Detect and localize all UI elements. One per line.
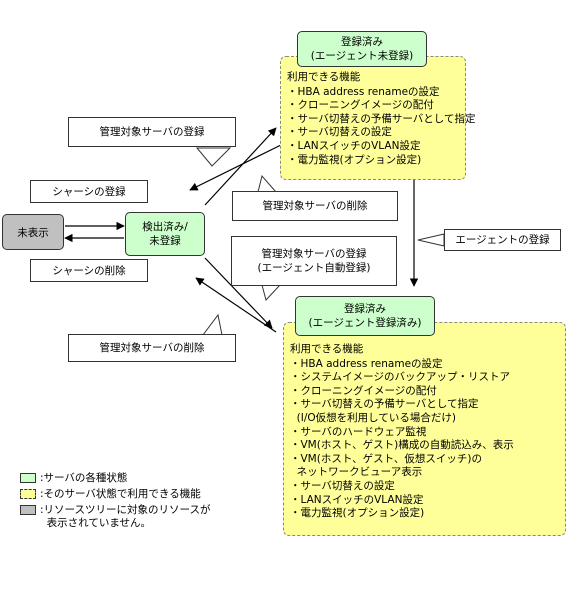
label-delete-server-bottom: 管理対象サーバの削除: [68, 334, 236, 362]
legend-not-shown: :リソースツリーに対象のリソースが 表示されていません。: [20, 504, 211, 530]
label-register-server-top-text: 管理対象サーバの登録: [99, 126, 205, 138]
callout-register-agent: [417, 233, 445, 247]
function-item: ・サーバ切替えの設定: [287, 126, 392, 139]
function-item: ・VM(ホスト、ゲスト)構成の自動読込み、表示: [290, 439, 514, 452]
label-register-server-auto-line1: 管理対象サーバの登録: [261, 248, 367, 260]
function-item: ・電力監視(オプション設定): [290, 507, 425, 520]
label-register-server-top: 管理対象サーバの登録: [68, 117, 236, 147]
function-item: ・サーバ切替えの予備サーバとして指定: [290, 398, 479, 411]
state-detected: 検出済み/ 未登録: [125, 212, 205, 256]
state-detected-line2: 未登録: [149, 235, 181, 247]
function-item: ・サーバのハードウェア監視: [290, 425, 427, 438]
state-registered-no-agent-line1: 登録済み: [341, 36, 383, 48]
legend-state: :サーバの各種状態: [20, 472, 127, 485]
state-registered-agent: 登録済み (エージェント登録済み): [295, 296, 435, 336]
label-delete-server-mid-text: 管理対象サーバの削除: [262, 200, 368, 212]
function-item: ・LANスイッチのVLAN設定: [290, 493, 424, 506]
function-item: ・電力監視(オプション設定): [287, 153, 422, 166]
legend-functions: :そのサーバ状態で利用できる機能: [20, 488, 201, 501]
legend-not-shown-line2: 表示されていません。: [40, 517, 152, 529]
function-item: ・サーバ切替えの予備サーバとして指定: [287, 112, 476, 125]
state-detected-line1: 検出済み/: [142, 221, 188, 233]
callout-delete-server-mid: [257, 174, 278, 193]
function-item: ・HBA address renameの設定: [290, 357, 443, 370]
arrow-delete-server-mid: [189, 142, 286, 191]
function-item: ネットワークビューア表示: [290, 466, 423, 479]
function-item: ・HBA address renameの設定: [287, 85, 440, 98]
callout-register-server-top: [195, 147, 232, 167]
state-registered-agent-line1: 登録済み: [344, 303, 386, 315]
arrow-register-server-auto: [204, 257, 273, 329]
functions-agent: 利用できる機能 ・HBA address renameの設定 ・システムイメージ…: [283, 322, 566, 536]
functions-no-agent: 利用できる機能 ・HBA address renameの設定 ・クローニングイメ…: [280, 56, 476, 180]
legend-state-text: :サーバの各種状態: [40, 472, 128, 484]
function-item: ・VM(ホスト、ゲスト、仮想スイッチ)の: [290, 452, 483, 465]
legend-not-shown-line1: :リソースツリーに対象のリソースが: [40, 504, 211, 516]
legend-swatch-state: [20, 473, 36, 483]
function-item: ・LANスイッチのVLAN設定: [287, 139, 421, 152]
function-item: (I/O仮想を利用している場合だけ): [290, 411, 456, 424]
function-item: ・クローニングイメージの配付: [287, 99, 434, 112]
label-delete-chassis: シャーシの削除: [30, 259, 148, 282]
function-item: ・サーバ切替えの設定: [290, 479, 395, 492]
state-registered-no-agent-line2: (エージェント未登録): [310, 50, 414, 62]
legend-swatch-not-shown: [20, 505, 36, 515]
legend-functions-text: :そのサーバ状態で利用できる機能: [40, 488, 201, 500]
functions-agent-heading: 利用できる機能: [290, 343, 364, 355]
function-item: ・システムイメージのバックアップ・リストア: [290, 371, 510, 384]
arrow-register-server-top: [204, 127, 277, 206]
legend-not-shown-text: :リソースツリーに対象のリソースが 表示されていません。: [40, 504, 211, 530]
legend-swatch-functions: [20, 489, 36, 499]
state-registered-agent-line2: (エージェント登録済み): [308, 317, 422, 329]
label-delete-server-mid: 管理対象サーバの削除: [232, 191, 398, 221]
label-register-chassis-text: シャーシの登録: [52, 185, 126, 198]
label-register-server-auto: 管理対象サーバの登録 (エージェント自動登録): [231, 236, 397, 286]
callout-delete-server-bottom: [202, 313, 223, 336]
function-item: ・クローニングイメージの配付: [290, 384, 437, 397]
state-unshown: 未表示: [2, 214, 64, 250]
label-register-agent: エージェントの登録: [444, 229, 561, 251]
state-registered-no-agent: 登録済み (エージェント未登録): [297, 31, 427, 67]
label-delete-server-bottom-text: 管理対象サーバの削除: [99, 342, 205, 354]
callout-register-server-auto: [261, 284, 282, 302]
label-register-server-auto-line2: (エージェント自動登録): [257, 262, 371, 274]
label-register-chassis: シャーシの登録: [30, 180, 148, 203]
arrow-delete-server-bottom: [195, 277, 277, 333]
label-delete-chassis-text: シャーシの削除: [52, 264, 126, 277]
functions-no-agent-heading: 利用できる機能: [287, 71, 361, 83]
state-unshown-label: 未表示: [17, 226, 49, 239]
label-register-agent-text: エージェントの登録: [455, 234, 550, 246]
